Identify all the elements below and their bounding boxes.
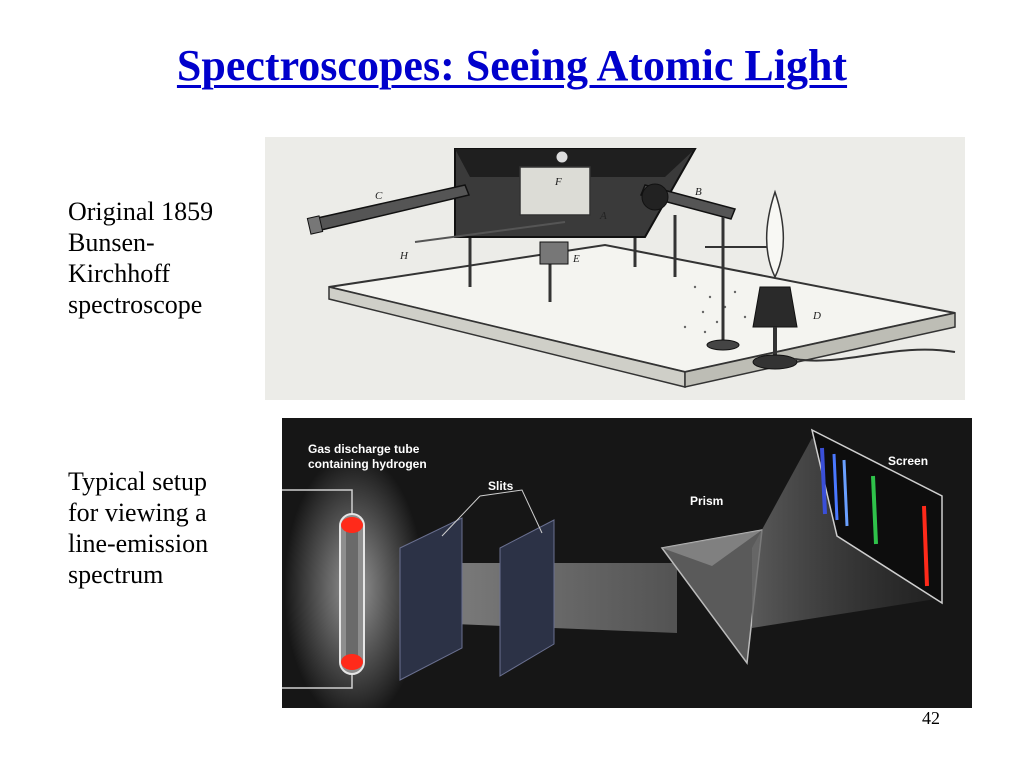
engraving-letter: A bbox=[599, 210, 607, 222]
spectral-line-cyan bbox=[842, 459, 849, 527]
label-tube-line1: Gas discharge tube bbox=[308, 442, 420, 456]
engraving-letter: E bbox=[572, 253, 580, 265]
tube-glow-bottom bbox=[341, 654, 363, 670]
tube-core bbox=[346, 522, 358, 666]
caption-line: Original 1859 bbox=[68, 197, 214, 226]
caption-line: Bunsen- bbox=[68, 228, 155, 257]
caption-line: Typical setup bbox=[68, 467, 207, 496]
caption-original-spectroscope: Original 1859 Bunsen- Kirchhoff spectros… bbox=[68, 196, 268, 320]
table-board-top bbox=[328, 243, 956, 374]
line-emission-setup-image: Gas discharge tube containing hydrogen S… bbox=[282, 418, 972, 708]
scale-tube bbox=[414, 221, 566, 243]
slits-leader-2 bbox=[441, 495, 481, 537]
bunsen-burner-base bbox=[752, 354, 798, 370]
electrode-wire-top bbox=[282, 489, 353, 516]
spectral-line-green bbox=[871, 475, 878, 545]
caption-line: spectrum bbox=[68, 560, 164, 589]
spectroscope-engraving: C H B F A D E bbox=[306, 148, 956, 388]
board-shading bbox=[683, 285, 747, 334]
spectral-line-red bbox=[922, 505, 929, 587]
label-slits: Slits bbox=[488, 479, 514, 493]
engraving-letter: B bbox=[695, 186, 702, 198]
telescope-c bbox=[312, 184, 471, 232]
label-prism: Prism bbox=[690, 494, 723, 508]
slit-plate-2 bbox=[499, 519, 555, 677]
line-emission-diagram: Gas discharge tube containing hydrogen S… bbox=[282, 428, 943, 708]
label-tube-line2: containing hydrogen bbox=[308, 457, 427, 471]
spectral-line-blue bbox=[832, 453, 839, 521]
telescope-eyepiece bbox=[306, 215, 324, 235]
tube-glow-top bbox=[341, 517, 363, 533]
caption-line: Kirchhoff bbox=[68, 259, 171, 288]
center-clamp bbox=[539, 241, 569, 265]
central-prism bbox=[519, 166, 591, 216]
engraving-letter: H bbox=[399, 250, 409, 262]
engraving-letter: D bbox=[812, 310, 821, 322]
engraving-letter: C bbox=[375, 190, 383, 202]
caption-line: for viewing a bbox=[68, 498, 207, 527]
prism-top-face bbox=[662, 530, 762, 566]
slide-title: Spectroscopes: Seeing Atomic Light bbox=[176, 41, 848, 90]
page-number: 42 bbox=[922, 708, 940, 728]
burner-flame bbox=[766, 189, 784, 279]
caption-typical-setup: Typical setup for viewing a line-emissio… bbox=[68, 466, 268, 590]
slit-plate-1 bbox=[399, 517, 463, 681]
prism-box-top bbox=[455, 149, 695, 177]
caption-line: spectroscope bbox=[68, 290, 203, 319]
engraving-letter: F bbox=[554, 176, 562, 188]
bunsen-burner-body bbox=[752, 286, 798, 328]
collimator-lens bbox=[641, 183, 669, 211]
table-board-side bbox=[684, 312, 956, 388]
caption-line: line-emission bbox=[68, 529, 209, 558]
bunsen-kirchhoff-spectroscope-image: C H B F A D E bbox=[265, 137, 965, 400]
gas-hose bbox=[794, 348, 956, 362]
prism-knob bbox=[555, 150, 569, 164]
electrode-wire-bottom bbox=[282, 670, 353, 689]
slits-leader bbox=[479, 489, 543, 534]
label-screen: Screen bbox=[888, 454, 928, 468]
spectral-line-violet bbox=[820, 447, 827, 515]
retort-stand-base bbox=[706, 339, 740, 351]
